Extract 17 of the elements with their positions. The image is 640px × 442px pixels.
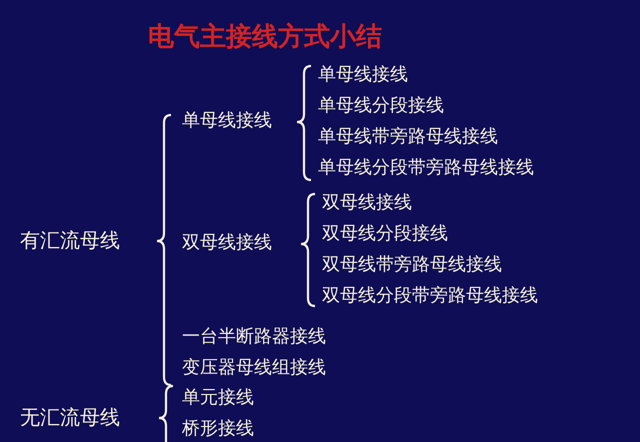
subcategory-label: 单母线接线 — [182, 112, 272, 130]
subcategory-label: 双母线接线 — [182, 234, 272, 252]
item-label: 单母线带旁路母线接线 — [318, 128, 498, 146]
category-label: 有汇流母线 — [20, 230, 120, 250]
category-label: 无汇流母线 — [20, 407, 120, 427]
item-label: 桥形接线 — [182, 420, 254, 438]
item-label: 一台半断路器接线 — [182, 328, 326, 346]
item-label: 双母线接线 — [322, 194, 412, 212]
item-label: 单母线分段带旁路母线接线 — [318, 159, 534, 177]
item-label: 变压器母线组接线 — [182, 359, 326, 377]
item-label: 双母线带旁路母线接线 — [322, 256, 502, 274]
item-label: 双母线分段接线 — [322, 225, 448, 243]
item-label: 单母线分段接线 — [318, 97, 444, 115]
title: 电气主接线方式小结 — [148, 21, 382, 54]
item-label: 双母线分段带旁路母线接线 — [322, 287, 538, 305]
item-label: 单母线接线 — [318, 66, 408, 84]
item-label: 单元接线 — [182, 389, 254, 407]
